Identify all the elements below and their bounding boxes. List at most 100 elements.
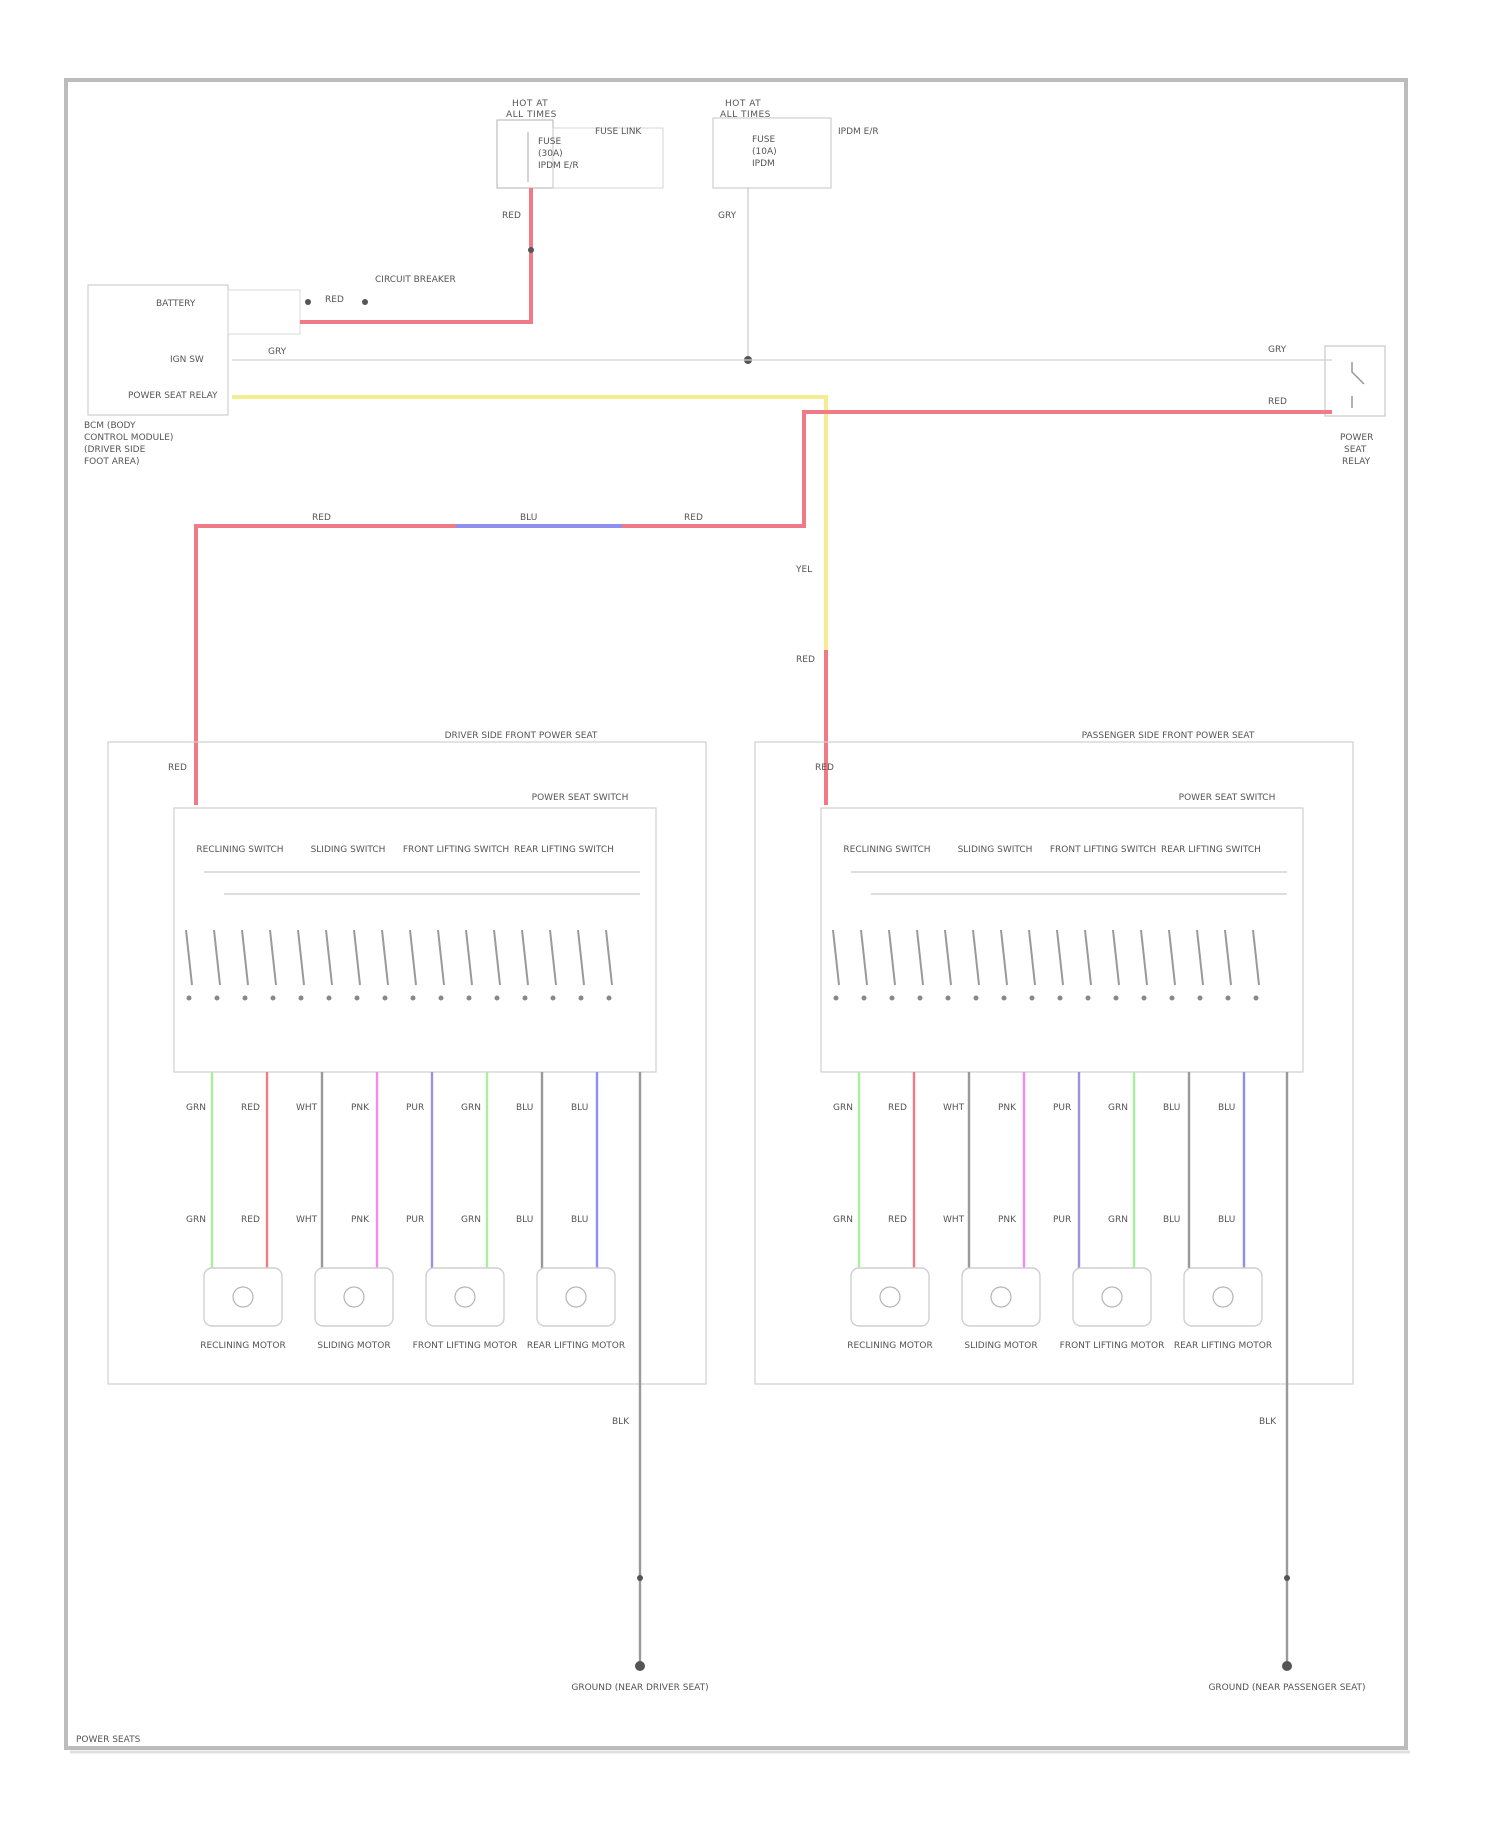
footer-code: POWER SEATS: [76, 1735, 141, 1745]
fuse-box-2-wire: GRY: [718, 211, 737, 221]
motor-wire-label: GRN: [461, 1103, 481, 1113]
motor-wire-label: GRN: [833, 1103, 853, 1113]
fuse-box-1-title-1: HOT AT: [512, 99, 548, 109]
switch-contact-dot: [1170, 996, 1175, 1001]
ground-splice: [637, 1575, 643, 1581]
fuse-box-2-side: IPDM E/R: [838, 127, 879, 137]
fuse-box-1-line-3: IPDM E/R: [538, 161, 579, 171]
motor-wire-label: GRN: [1108, 1103, 1128, 1113]
switch-group-label: SLIDING SWITCH: [311, 845, 386, 855]
switch-contact: [945, 930, 951, 985]
wire-red-left: [196, 526, 456, 805]
switch-contact: [214, 930, 220, 985]
motor-wire-label: PNK: [351, 1103, 370, 1113]
motor-wire-label: WHT: [296, 1103, 318, 1113]
switch-contact-dot: [355, 996, 360, 1001]
fuse-box-1-line-1: FUSE: [538, 137, 561, 147]
switch-contact-dot: [243, 996, 248, 1001]
motor-box: [1073, 1268, 1151, 1326]
motor-symbol: [233, 1287, 253, 1307]
motor-wire-label: PUR: [1053, 1103, 1071, 1113]
wire-red-relay: [622, 412, 1332, 526]
switch-contact-dot: [974, 996, 979, 1001]
switch-group-label: FRONT LIFTING SWITCH: [1050, 845, 1156, 855]
motor-wire-label: GRN: [461, 1215, 481, 1225]
motor-box: [315, 1268, 393, 1326]
ground-splice: [1284, 1575, 1290, 1581]
switch-contact-dot: [1086, 996, 1091, 1001]
seat-outline: [108, 742, 706, 1384]
wire-label-blu: BLU: [520, 513, 537, 523]
switch-contact: [889, 930, 895, 985]
motor-box: [426, 1268, 504, 1326]
seat-modules: DRIVER SIDE FRONT POWER SEAT POWER SEAT S…: [108, 731, 1366, 1693]
switch-contact: [1253, 930, 1259, 985]
switch-contact-dot: [467, 996, 472, 1001]
switch-contact: [861, 930, 867, 985]
wire-label-gry: GRY: [268, 347, 287, 357]
switch-contact: [1141, 930, 1147, 985]
switch-contact: [973, 930, 979, 985]
switch-contact: [1085, 930, 1091, 985]
seat-module-2: PASSENGER SIDE FRONT POWER SEATPOWER SEA…: [755, 731, 1366, 1693]
fuse-box-2-line-2: (10A): [752, 147, 777, 157]
switch-contact: [917, 930, 923, 985]
motor-wire-label: RED: [888, 1103, 907, 1113]
fuse-box-2-line-1: FUSE: [752, 135, 775, 145]
switch-contact-dot: [1226, 996, 1231, 1001]
switch-contact-dot: [1002, 996, 1007, 1001]
switch-contact: [242, 930, 248, 985]
wire-label-red-2: RED: [684, 513, 703, 523]
motor-wire-label: PNK: [351, 1215, 370, 1225]
control-unit-label-1: BCM (BODY: [84, 421, 136, 431]
fuse-box-1: HOT AT ALL TIMES FUSE (30A) IPDM E/R FUS…: [497, 99, 663, 221]
motor-wire-label: RED: [241, 1103, 260, 1113]
switch-contact-dot: [187, 996, 192, 1001]
switch-contact-dot: [215, 996, 220, 1001]
motor-wire-label: BLU: [571, 1103, 588, 1113]
ground-label: GROUND (NEAR DRIVER SEAT): [571, 1683, 708, 1693]
circuit-breaker-label: CIRCUIT BREAKER: [375, 275, 456, 285]
motor-symbol: [1102, 1287, 1122, 1307]
switch-contact: [1029, 930, 1035, 985]
seat-title: DRIVER SIDE FRONT POWER SEAT: [445, 731, 598, 741]
motor-wire-label: WHT: [943, 1103, 965, 1113]
ground-wire-label: BLK: [612, 1417, 630, 1427]
ground-label: GROUND (NEAR PASSENGER SEAT): [1208, 1683, 1365, 1693]
motor-wire-label: GRN: [186, 1215, 206, 1225]
motor-box: [962, 1268, 1040, 1326]
fuse-box-2-line-3: IPDM: [752, 159, 775, 169]
control-unit-pin-3: POWER SEAT RELAY: [128, 391, 218, 401]
relay-wire-1: GRY: [1268, 345, 1287, 355]
switch-contact: [354, 930, 360, 985]
switch-contact-dot: [299, 996, 304, 1001]
switch-contact: [1113, 930, 1119, 985]
wire-label-red-3: RED: [796, 655, 815, 665]
control-unit-label-3: (DRIVER SIDE: [84, 445, 146, 455]
wire-label-red-1: RED: [312, 513, 331, 523]
power-seat-relay: POWER SEAT RELAY GRY RED: [1268, 345, 1385, 467]
switch-contact-dot: [411, 996, 416, 1001]
switch-contact-dot: [607, 996, 612, 1001]
motor-wire-label: BLU: [1163, 1215, 1180, 1225]
motor-wire-label: WHT: [943, 1215, 965, 1225]
switch-contact-dot: [1114, 996, 1119, 1001]
motor-wire-label: PUR: [406, 1215, 424, 1225]
switch-contact-dot: [834, 996, 839, 1001]
switch-title: POWER SEAT SWITCH: [532, 793, 629, 803]
motor-wire-label: WHT: [296, 1215, 318, 1225]
motor-symbol: [344, 1287, 364, 1307]
switch-contact-dot: [579, 996, 584, 1001]
seat-outline: [755, 742, 1353, 1384]
motor-box: [1184, 1268, 1262, 1326]
fuse-box-2: HOT AT ALL TIMES FUSE (10A) IPDM IPDM E/…: [713, 99, 879, 221]
diagram-frame: [66, 80, 1406, 1748]
switch-group-label: REAR LIFTING SWITCH: [1161, 845, 1261, 855]
fuse-box-1-title-2: ALL TIMES: [506, 110, 557, 120]
motor-wire-label: BLU: [571, 1215, 588, 1225]
ground-wire-label: BLK: [1259, 1417, 1277, 1427]
motor-wire-label: PNK: [998, 1103, 1017, 1113]
switch-group-label: RECLINING SWITCH: [196, 845, 283, 855]
circuit-breaker-wire: RED: [325, 295, 344, 305]
